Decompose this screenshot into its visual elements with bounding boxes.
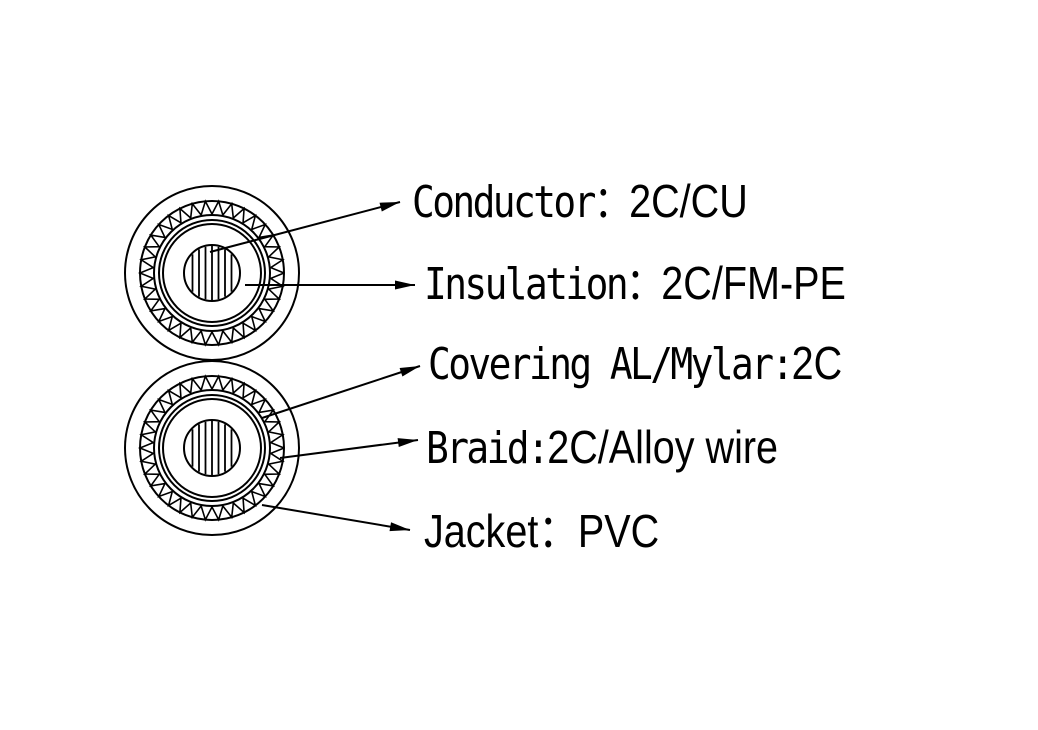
leader-insulation-arrowhead xyxy=(395,280,415,290)
label-conductor-value: 2C/CU xyxy=(629,175,748,227)
label-braid-key: Braid xyxy=(426,423,530,474)
label-braid: Braid:2C/Alloy wire xyxy=(426,424,778,471)
leader-jacket-arrowhead xyxy=(389,522,410,532)
label-jacket-key: Jacket xyxy=(424,505,539,557)
leader-lines xyxy=(209,201,421,532)
leader-covering-arrowhead xyxy=(399,366,420,377)
insulation-ring xyxy=(183,419,241,477)
jacket-outer-ring xyxy=(124,360,300,536)
covering-inner-ring xyxy=(162,398,262,498)
insulation-ring xyxy=(183,244,241,302)
label-insulation-key: Insulation xyxy=(424,259,629,310)
label-conductor-key: Conductor xyxy=(412,177,596,228)
cable-core-bottom xyxy=(124,360,300,536)
label-insulation-value: 2C/FM-PE xyxy=(661,257,846,309)
leader-braid xyxy=(279,439,419,459)
braid-pattern xyxy=(137,374,285,522)
label-braid-value: 2C/Alloy wire xyxy=(547,421,779,473)
covering-outer-ring xyxy=(158,394,266,502)
label-braid-sep: : xyxy=(527,423,550,474)
braid-pattern xyxy=(137,199,285,347)
leader-covering xyxy=(261,365,421,419)
label-covering-key: Covering AL/Mylar xyxy=(428,339,774,390)
label-jacket: Jacket：PVC xyxy=(424,508,659,555)
label-covering-sep: : xyxy=(771,339,794,390)
leader-conductor xyxy=(209,201,401,253)
label-conductor: Conductor：2C/CU xyxy=(412,178,748,225)
label-insulation: Insulation：2C/FM-PE xyxy=(424,260,846,307)
label-insulation-sep: ： xyxy=(626,259,664,310)
cable-core-top xyxy=(124,185,300,361)
label-jacket-value: PVC xyxy=(577,505,660,557)
leader-conductor-arrowhead xyxy=(379,202,400,212)
label-covering: Covering AL/Mylar:2C xyxy=(428,340,842,387)
label-conductor-sep: ： xyxy=(593,177,632,228)
leader-jacket xyxy=(261,504,411,531)
covering-outer-ring xyxy=(158,219,266,327)
label-jacket-sep: ： xyxy=(538,505,578,557)
label-covering-value: 2C xyxy=(791,337,843,389)
leader-braid-arrowhead xyxy=(397,438,418,448)
covering-inner-ring xyxy=(162,223,262,323)
